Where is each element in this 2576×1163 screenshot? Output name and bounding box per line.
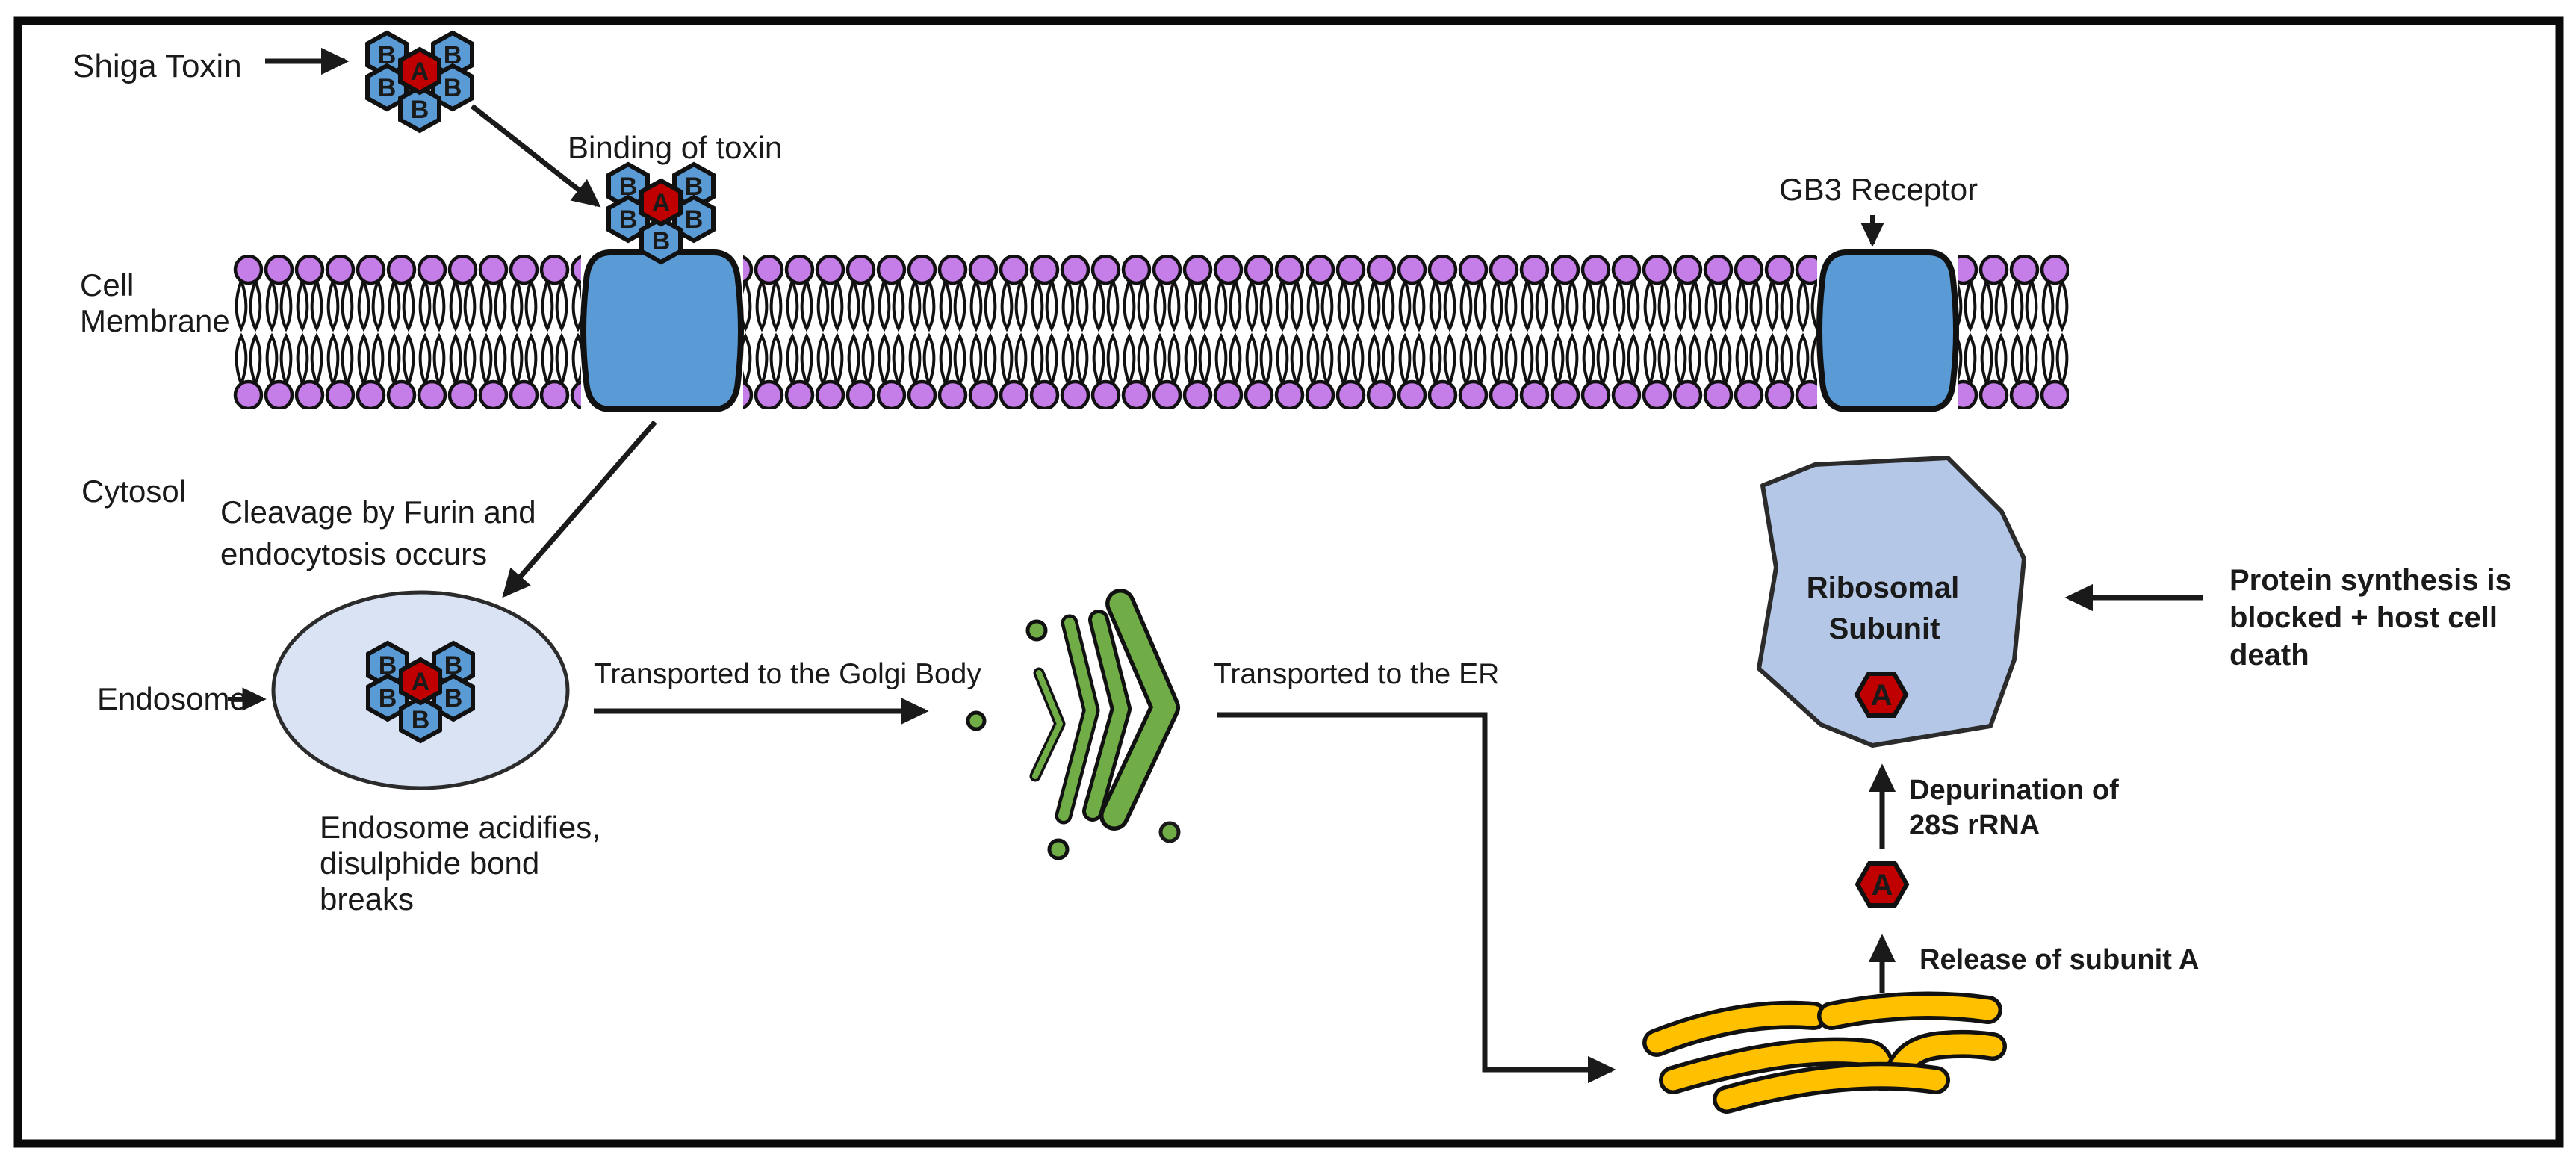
subunit-a-hexagon: A: [399, 657, 442, 706]
subunit-b-label: B: [412, 706, 430, 734]
membrane-top-leaflet: [233, 255, 2069, 335]
arrow-toxin-to-membrane: [470, 104, 601, 208]
subunit-b-hexagon: B: [672, 194, 716, 244]
golgi-vesicle: [1047, 838, 1070, 860]
golgi-vesicle: [1158, 821, 1181, 843]
er-cisterna: [1713, 1061, 1950, 1114]
protein-synthesis-label-line3: death: [2229, 639, 2309, 672]
subunit-b-hexagon: B: [398, 84, 441, 134]
golgi-body: [966, 589, 1181, 860]
shiga-toxin-label: Shiga Toxin: [72, 48, 242, 84]
subunit-b-label: B: [378, 74, 397, 102]
diagram-border: [13, 16, 2564, 1148]
shiga-toxin-complex-bound: B B B B B A: [606, 161, 716, 265]
subunit-b-label: B: [619, 205, 638, 234]
cell-membrane-label-line2: Membrane: [80, 303, 230, 338]
subunit-b-label: B: [379, 684, 397, 713]
subunit-b-label: B: [685, 205, 704, 234]
release-subunit-a-label: Release of subunit A: [1919, 944, 2199, 976]
cell-membrane-bilayer: [233, 255, 2069, 409]
arrow-receptor-to-endosome: [502, 420, 657, 598]
subunit-b-label: B: [411, 96, 429, 124]
shiga-toxin-complex-endosome: B B B B B A: [366, 640, 475, 744]
golgi-cisterna: [1082, 610, 1132, 822]
ribosomal-subunit-label-line2: Subunit: [1829, 612, 1940, 645]
cell-membrane-label-line1: Cell: [80, 267, 134, 303]
subunit-b-hexagon: B: [365, 63, 409, 112]
subunit-a-in-ribosome: A: [1854, 672, 1909, 718]
subunit-b-label: B: [444, 684, 463, 713]
er-cisterna: [1659, 1037, 1898, 1094]
subunit-a-hexagon: A: [639, 178, 683, 227]
ribosomal-subunit-label-line1: Ribosomal: [1807, 571, 1959, 604]
flow-arrows: [228, 47, 2203, 1084]
subunit-a-label: A: [1871, 679, 1893, 712]
golgi-cisterna: [1029, 667, 1066, 782]
endosome-acidifies-label-line2: disulphide bond: [320, 846, 539, 881]
depurination-label-line1: Depurination of: [1909, 775, 2119, 806]
protein-synthesis-label-line2: blocked + host cell: [2229, 601, 2498, 634]
subunit-b-hexagon: B: [639, 216, 683, 265]
subunit-a-label: A: [412, 668, 430, 696]
transported-to-er-label: Transported to the ER: [1214, 658, 1499, 690]
subunit-b-hexagon: B: [399, 695, 442, 744]
transported-to-golgi-label: Transported to the Golgi Body: [594, 658, 981, 690]
gb3-receptor-label: GB3 Receptor: [1779, 172, 1978, 207]
subunit-a-label: A: [652, 189, 671, 217]
ribosomal-subunit-shape: [1757, 456, 2026, 748]
subunit-b-hexagon: B: [606, 194, 650, 244]
gb3-receptor: [1816, 249, 1959, 412]
er-cisterna: [1817, 991, 2002, 1030]
receptor-body: [580, 249, 744, 412]
subunit-a-hexagon: A: [398, 46, 441, 96]
endoplasmic-reticulum: [1642, 991, 2007, 1114]
membrane-receptor-toxin-site: [580, 249, 744, 412]
subunit-b-label: B: [652, 227, 671, 255]
golgi-vesicle: [1025, 619, 1048, 642]
endosome-acidifies-label-line3: breaks: [320, 881, 414, 917]
er-cisterna: [1884, 1029, 2007, 1087]
cleavage-label-line1: Cleavage by Furin and: [220, 494, 536, 530]
golgi-cisterna: [1055, 614, 1100, 825]
cleavage-label-line2: endocytosis occurs: [220, 536, 487, 571]
binding-of-toxin-label: Binding of toxin: [568, 130, 782, 165]
receptor-body: [1816, 249, 1959, 412]
depurination-label-line2: 28S rRNA: [1909, 810, 2040, 841]
subunit-a-label: A: [411, 58, 429, 86]
golgi-vesicle: [966, 710, 987, 731]
golgi-cisterna: [1099, 589, 1180, 831]
cytosol-label: Cytosol: [81, 474, 186, 509]
subunit-a-label: A: [1872, 869, 1893, 902]
membrane-bottom-leaflet: [233, 330, 2069, 409]
endosome-label: Endosome: [97, 681, 247, 716]
subunit-b-label: B: [444, 74, 462, 102]
protein-synthesis-label-line1: Protein synthesis is: [2229, 564, 2512, 597]
subunit-a-released: A: [1855, 861, 1910, 908]
er-cisterna: [1642, 1000, 1828, 1057]
arrow-to-er: [1217, 712, 1616, 1084]
endosome-acidifies-label-line1: Endosome acidifies,: [320, 810, 600, 845]
shiga-toxin-complex-free: B B B B B A: [365, 30, 474, 134]
